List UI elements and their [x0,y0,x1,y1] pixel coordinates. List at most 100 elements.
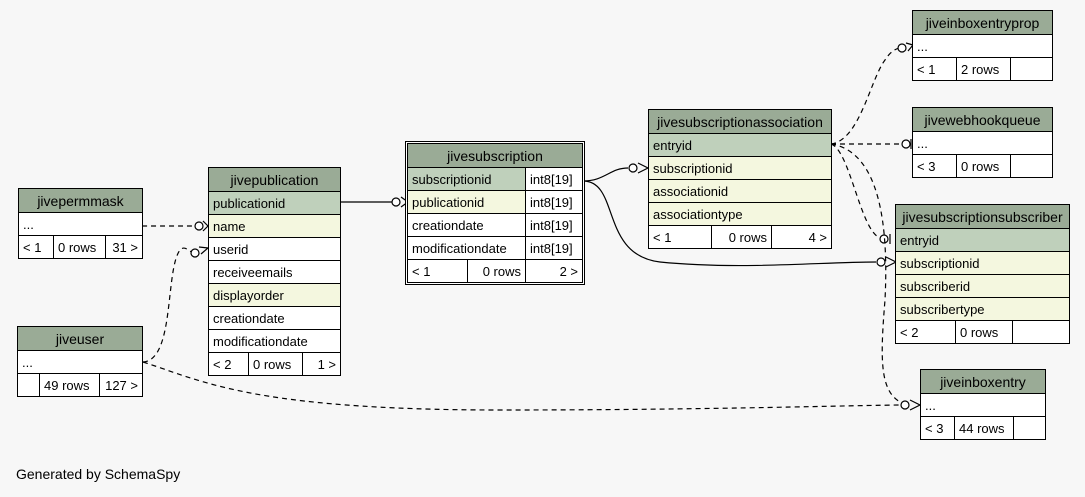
edge-subscription-association [582,167,629,182]
table-jivepublication[interactable]: jivepublication publicationid name useri… [208,167,341,376]
table-footer: 49 rows 127 > [18,373,142,396]
column-name: ... [22,354,33,370]
table-row: ... [913,131,1052,154]
column-name: ... [917,135,928,151]
table-jivesubscriptionsubscriber[interactable]: jivesubscriptionsubscriber entryid subsc… [895,204,1070,344]
table-row: associationid [649,179,831,202]
table-jivepermmask[interactable]: jivepermmask ... < 1 0 rows 31 > [18,188,143,259]
edge-end-circle [628,163,638,173]
table-row: publicationid int8[19] [408,190,582,213]
column-name: ... [925,397,936,413]
parents-count: < 1 [23,239,42,255]
edge-association-inboxentryprop [830,46,904,145]
children-count: 127 > [99,374,142,396]
column-name: subscriptionid [653,160,733,176]
column-name: publicationid [213,195,286,211]
parents-count: < 1 [412,263,431,279]
row-count: 0 rows [955,321,1012,343]
table-jiveuser[interactable]: jiveuser ... 49 rows 127 > [17,326,143,397]
table-jiveinboxentry[interactable]: jiveinboxentry ... < 3 44 rows [920,369,1046,440]
column-name: creationdate [412,217,484,233]
table-row: receiveemails [209,260,340,283]
table-header: jivesubscription [408,144,582,167]
column-type: int8[19] [525,237,582,259]
children-count [1013,417,1045,439]
column-name: subscriberid [900,278,971,294]
children-count: 1 > [302,353,340,375]
edge-association-subscriber [830,143,881,239]
column-name: associationtype [653,206,743,222]
table-row: subscriberid [896,274,1069,297]
table-jivesubscription[interactable]: jivesubscription subscriptionid int8[19]… [405,141,585,285]
parents-count: < 1 [653,229,672,245]
table-row: ... [19,212,142,235]
table-row: ... [921,393,1045,416]
table-row: entryid [649,133,831,156]
column-name: modificationdate [412,240,507,256]
column-name: modificationdate [213,333,308,349]
table-footer: < 2 0 rows [896,320,1069,343]
table-row: modificationdate [209,329,340,352]
children-count: 2 > [525,260,582,282]
table-header: jiveuser [18,327,142,350]
column-name: ... [23,216,34,232]
table-header: jiveinboxentry [921,370,1045,393]
table-jivesubscriptionassociation[interactable]: jivesubscriptionassociation entryid subs… [648,109,832,249]
column-name: entryid [900,232,940,248]
edge-end-circle [391,197,401,207]
table-footer: < 1 2 rows [913,57,1052,80]
table-header: jiveinboxentryprop [913,11,1052,34]
parents-count: < 2 [900,324,919,340]
table-row: ... [913,34,1052,57]
edge-end-circle [900,400,910,410]
column-name: userid [213,241,249,257]
table-footer: < 1 0 rows 4 > [649,225,831,248]
children-count: 4 > [771,226,831,248]
edge-end-crow [198,246,210,255]
table-footer: < 1 0 rows 31 > [19,235,142,258]
edge-end-crow [909,399,922,411]
table-row: subscriptionid [649,156,831,179]
edge-end-circle [901,139,911,149]
column-name: displayorder [213,287,284,303]
table-header: jivepermmask [19,189,142,212]
row-count: 44 rows [954,417,1013,439]
edge-end-circle [876,257,886,267]
table-header: jivesubscriptionsubscriber [896,205,1069,228]
table-jiveinboxentryprop[interactable]: jiveinboxentryprop ... < 1 2 rows [912,10,1053,81]
generated-by-label: Generated by SchemaSpy [16,466,181,482]
column-name: subscriptionid [900,255,980,271]
table-row: userid [209,237,340,260]
children-count [1012,321,1069,343]
edge-association-inboxentry [830,143,901,403]
table-row: publicationid [209,191,340,214]
table-footer: < 1 0 rows 2 > [408,259,582,282]
column-name: subscriptionid [408,168,525,190]
edge-end-circle [194,221,204,231]
edge-end-circle [190,248,200,258]
children-count: 31 > [105,236,142,258]
children-count [1010,58,1052,80]
column-name: ... [917,38,928,54]
parents-count: < 2 [213,356,232,372]
table-row: modificationdate int8[19] [408,236,582,259]
table-jivewebhookqueue[interactable]: jivewebhookqueue ... < 3 0 rows [912,107,1053,178]
table-header: jivepublication [209,168,340,191]
edge-user-publication [142,247,193,363]
column-type: int8[19] [525,214,582,236]
table-footer: < 3 44 rows [921,416,1045,439]
parents-count: < 3 [917,158,936,174]
row-count: 0 rows [467,260,525,282]
table-footer: < 3 0 rows [913,154,1052,177]
table-row: ... [18,350,142,373]
table-row: subscriptionid int8[19] [408,167,582,190]
row-count: 0 rows [53,236,105,258]
parents-count [18,374,39,396]
table-row: subscribertype [896,297,1069,320]
column-name: associationid [653,183,729,199]
column-name: name [213,218,246,234]
table-row: displayorder [209,283,340,306]
column-name: receiveemails [213,264,293,280]
column-name: subscribertype [900,301,985,317]
